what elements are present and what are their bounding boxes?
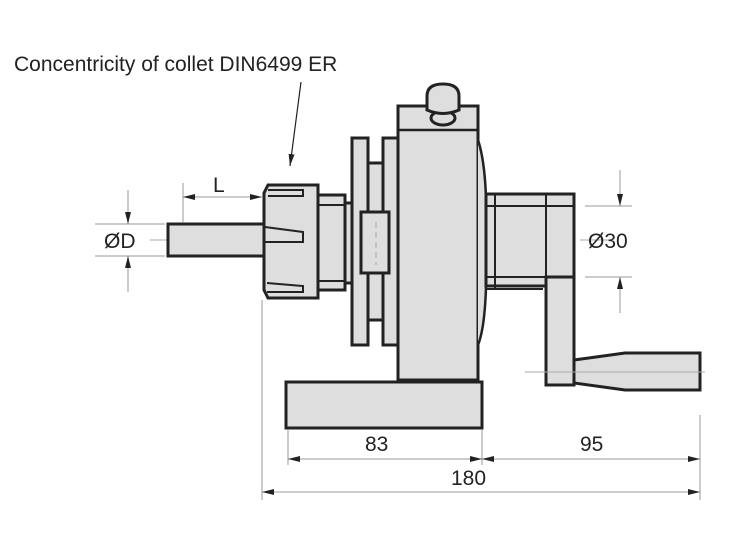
dimension-crank-length: 95 <box>482 433 700 462</box>
collet-ring <box>316 193 347 292</box>
index-slot <box>359 210 391 275</box>
clamp-knob <box>425 82 461 127</box>
collet-label: Concentricity of collet DIN6499 ER <box>14 53 337 76</box>
svg-text:L: L <box>213 174 225 197</box>
crank-arm <box>544 275 576 387</box>
dimension-base-width: 83 <box>288 433 482 462</box>
dimension-overall-length: 180 <box>262 467 700 495</box>
base-block <box>284 380 484 430</box>
dimension-length: L <box>182 174 262 222</box>
svg-text:180: 180 <box>451 467 486 490</box>
svg-text:ØD: ØD <box>104 230 136 253</box>
spindle <box>484 192 576 290</box>
collet-nut <box>262 183 320 300</box>
main-body <box>396 104 480 382</box>
tool-shank <box>166 222 266 258</box>
svg-text:Ø30: Ø30 <box>588 230 628 253</box>
svg-text:95: 95 <box>580 433 603 456</box>
dimension-spindle-diameter: Ø30 <box>585 170 632 313</box>
svg-text:83: 83 <box>365 433 388 456</box>
dimension-shank-diameter: ØD <box>95 190 165 292</box>
